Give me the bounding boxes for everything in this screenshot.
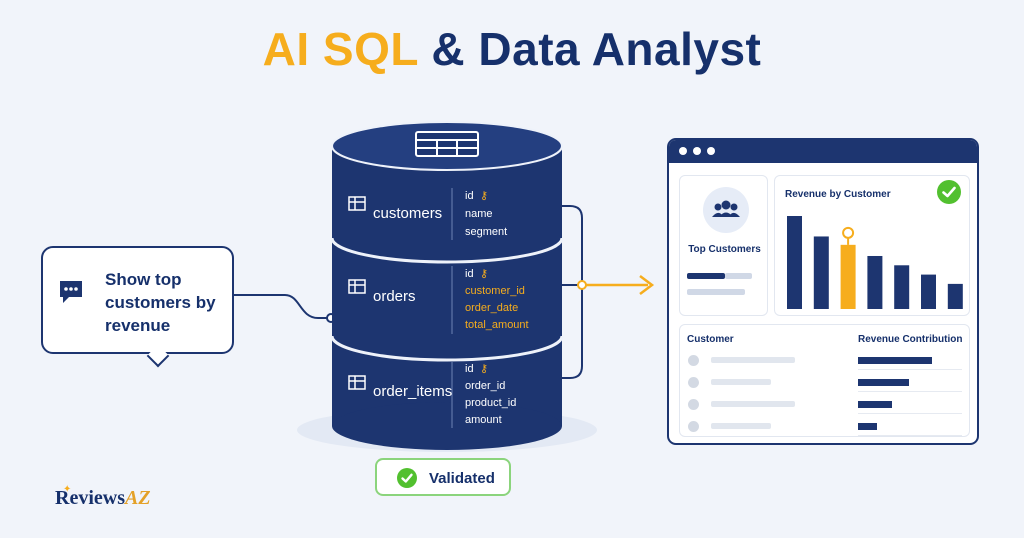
title-main: & Data Analyst [431,23,762,75]
contribution-bar [858,379,909,386]
chart-bar [947,283,963,309]
revenue-chart-card: Revenue by Customer [774,175,970,316]
page-title: AI SQL & Data Analyst [0,22,1024,76]
orders-col-customer-id: customer_id [465,285,525,297]
chart-bar [813,236,829,309]
sparkle-icon: ✦ [63,484,72,495]
result-arrow-head [639,275,655,295]
orders-col-id: id [465,268,474,280]
row-name-placeholder [711,357,795,363]
row-avatar [688,399,699,410]
row-avatar [688,421,699,432]
table-name-order-items: order_items [373,383,453,400]
row-avatar [688,355,699,366]
dashboard-window: Top Customers Revenue by Customer Custom… [667,138,979,445]
top-customers-card: Top Customers [679,175,768,316]
row-divider [858,413,962,414]
brand-logo: ReviewsAZ [55,487,151,510]
order-items-col-amount: amount [465,414,502,426]
col-header-contribution: Revenue Contribution [858,334,963,345]
table-name-orders: orders [373,288,416,305]
order-items-table-icon [348,375,366,390]
validated-badge: Validated [375,458,511,496]
row-divider [858,435,962,436]
key-icon: ⚷ [480,190,489,202]
row-name-placeholder [711,423,771,429]
brand-accent: AZ [124,487,151,509]
customer-table-card: Customer Revenue Contribution [679,324,970,437]
window-dot [707,147,715,155]
summary-bar-track [725,273,752,279]
chart-bar [894,265,910,309]
chart-title: Revenue by Customer [785,189,891,200]
contribution-bar [858,423,877,430]
window-titlebar [669,140,977,163]
revenue-chart [787,216,963,309]
row-avatar [688,377,699,388]
contribution-bar [858,401,893,408]
chart-bar [787,216,802,309]
chart-bar [921,274,936,309]
summary-bar [687,273,725,279]
validated-label: Validated [429,470,495,487]
key-icon: ⚷ [480,363,489,375]
order-items-col-product-id: product_id [465,397,517,409]
brand-main: Reviews [55,487,125,509]
customers-table-icon [348,196,366,211]
chat-icon [60,281,82,303]
customers-col-name: name [465,208,493,220]
customers-col-id: id [465,190,474,202]
row-name-placeholder [711,379,771,385]
success-check-icon [937,180,961,204]
orders-col-order-date: order_date [465,302,519,314]
window-dot [693,147,701,155]
prompt-connector [234,294,331,319]
order-items-col-order-id: order_id [465,380,506,392]
highlight-marker [842,226,855,239]
people-icon-circle [703,187,749,233]
window-dot [679,147,687,155]
prompt-bubble: Show top customers by revenue [41,246,234,368]
orders-col-total-amount: total_amount [465,319,529,331]
people-icon [712,200,740,217]
customers-col-segment: segment [465,226,508,238]
table-name-customers: customers [373,205,443,222]
summary-bar-track [687,289,745,295]
orders-table-icon [348,279,366,294]
key-icon: ⚷ [480,268,489,280]
order-items-col-id: id [465,363,474,375]
table-icon [415,131,479,157]
table-bracket [545,205,583,379]
chart-bar [867,255,883,309]
title-accent: AI SQL [262,23,419,75]
check-circle-icon [397,468,417,488]
result-arrow-dot [577,280,587,290]
database-cylinder [297,121,597,452]
prompt-text: Show top customers by revenue [105,270,216,335]
row-divider [858,391,962,392]
col-header-customer: Customer [687,334,734,345]
chart-bar [840,244,856,309]
row-name-placeholder [711,401,795,407]
top-customers-label: Top Customers [688,244,761,255]
row-divider [858,369,962,370]
contribution-bar [858,357,932,364]
